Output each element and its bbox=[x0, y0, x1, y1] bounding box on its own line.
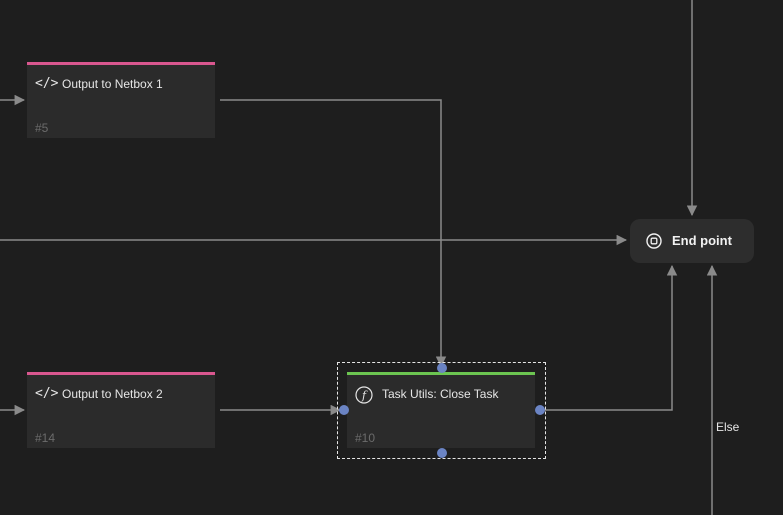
edge-close-task-to-endpoint bbox=[540, 264, 678, 411]
function-icon: f bbox=[355, 386, 375, 404]
edge-label-else: Else bbox=[716, 420, 740, 434]
endpoint-node[interactable]: End point bbox=[630, 219, 754, 263]
edge-netbox1-to-close-task bbox=[220, 99, 447, 368]
selection-outline bbox=[337, 362, 546, 459]
node-title: Output to Netbox 2 bbox=[62, 387, 163, 401]
node-accent-bar bbox=[347, 372, 535, 375]
node-id: #5 bbox=[35, 121, 49, 135]
endpoint-label: End point bbox=[672, 233, 732, 248]
port-top[interactable] bbox=[437, 363, 447, 373]
port-bottom[interactable] bbox=[437, 448, 447, 458]
code-icon: </> bbox=[35, 76, 59, 91]
svg-text:f: f bbox=[361, 389, 368, 402]
node-title: Task Utils: Close Task bbox=[382, 387, 499, 401]
node-accent-bar bbox=[27, 62, 215, 65]
code-icon: </> bbox=[35, 386, 59, 401]
port-right[interactable] bbox=[535, 405, 545, 415]
node-accent-bar bbox=[27, 372, 215, 375]
node-title: Output to Netbox 1 bbox=[62, 77, 163, 91]
node-id: #14 bbox=[35, 431, 56, 445]
stop-circle-icon bbox=[646, 233, 662, 249]
node-task-utils-close-task[interactable]: f Task Utils: Close Task #10 bbox=[347, 372, 535, 448]
node-output-to-netbox-2[interactable]: </> Output to Netbox 2 #14 bbox=[27, 372, 215, 448]
node-output-to-netbox-1[interactable]: </> Output to Netbox 1 #5 bbox=[27, 62, 215, 138]
port-left[interactable] bbox=[339, 405, 349, 415]
node-id: #10 bbox=[355, 431, 376, 445]
